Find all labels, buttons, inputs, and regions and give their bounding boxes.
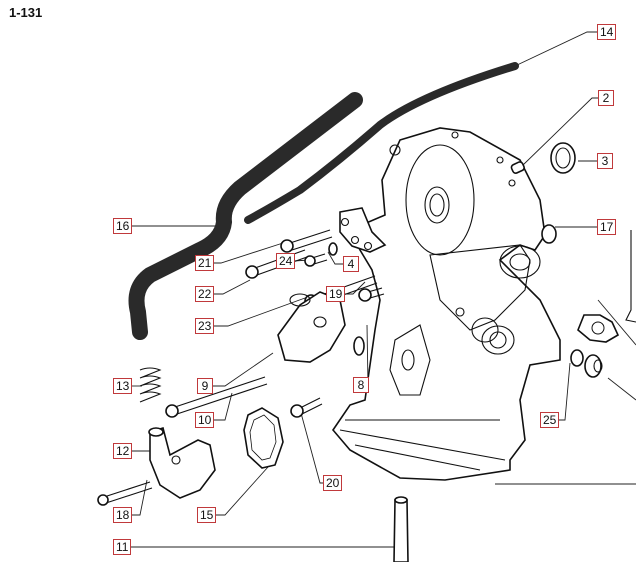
callout-16[interactable]: 16 [113,218,133,234]
bolt-20 [290,397,323,418]
oil-seal-3 [550,142,576,174]
mounting-bracket [339,207,387,253]
timing-cover-housing [331,127,561,481]
callout-10[interactable]: 10 [195,412,215,428]
callout-9[interactable]: 9 [197,378,213,394]
callout-21[interactable]: 21 [195,255,215,271]
union-nut [584,354,603,378]
callout-24[interactable]: 24 [276,253,296,269]
bolt-18 [97,481,153,506]
plug-2 [510,161,525,174]
hose-16 [128,92,363,340]
callout-17[interactable]: 17 [597,219,617,235]
callout-19[interactable]: 19 [326,286,346,302]
callout-13[interactable]: 13 [113,378,133,394]
callout-4[interactable]: 4 [343,256,359,272]
callout-3[interactable]: 3 [597,153,613,169]
callout-11[interactable]: 11 [113,539,132,555]
dipstick-tube-11 [393,496,409,562]
callout-2[interactable]: 2 [598,90,614,106]
callout-22[interactable]: 22 [195,286,215,302]
washer-4 [328,242,338,256]
callout-15[interactable]: 15 [197,507,217,523]
bolt-21 [280,229,333,253]
callout-25[interactable]: 25 [540,412,560,428]
bolt-9-long [165,376,268,418]
gasket-15 [243,407,284,469]
spring-13 [139,367,162,403]
callout-18[interactable]: 18 [113,507,133,523]
callout-12[interactable]: 12 [113,443,133,459]
o-ring-8 [353,336,365,356]
callout-14[interactable]: 14 [597,24,617,40]
page-reference-number: 1-131 [9,5,43,20]
breather-pipe-14 [244,62,519,224]
flange-gasket [577,314,620,343]
leader-lines [129,31,636,548]
callout-20[interactable]: 20 [323,475,343,491]
water-outlet-elbow-12 [148,426,216,499]
dipstick-right [625,230,636,323]
o-ring-17 [541,224,557,244]
callout-23[interactable]: 23 [195,318,215,334]
washer-25 [570,349,584,367]
bolt-24 [304,253,328,267]
thermostat-housing-23 [277,291,346,363]
callout-8[interactable]: 8 [353,377,369,393]
bolts [97,229,385,506]
bolt-19 [358,287,385,302]
